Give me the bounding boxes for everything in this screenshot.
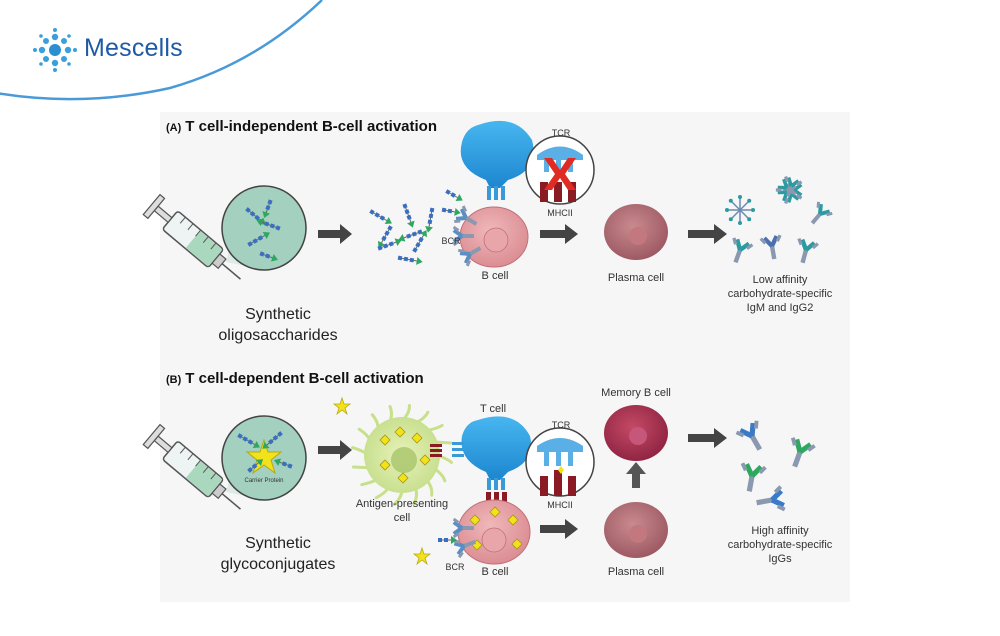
glycan-icon — [445, 189, 463, 201]
blocked-x-icon — [544, 158, 576, 190]
glycan-icon — [425, 207, 435, 233]
antibody-icon — [756, 485, 786, 512]
panel-b-title-text: T cell-dependent B-cell activation — [185, 370, 424, 387]
glycan-icon — [262, 431, 283, 449]
arrow-icon — [318, 224, 352, 244]
mescells-logo-icon — [33, 28, 77, 72]
arrow-icon — [540, 224, 578, 244]
yellow-star-antigen-icon — [332, 396, 352, 416]
antibody-icon — [454, 205, 478, 226]
antibody-icon — [797, 237, 819, 264]
bcr-receptors — [438, 517, 476, 559]
t-cell-b — [452, 416, 532, 502]
processed-antigen-icons — [469, 506, 523, 551]
glycan-icon — [377, 238, 402, 251]
glycan-icon — [438, 536, 457, 544]
apc-label-line1: Antigen-presenting — [355, 498, 449, 510]
apc-label-line2: cell — [393, 512, 411, 524]
antibodies-igg — [735, 420, 816, 512]
glycan-icon — [247, 459, 264, 473]
input-b-line1: Synthetic — [245, 535, 311, 552]
mhcii-b-label: MHCII — [547, 500, 573, 510]
tcr-b-label: TCR — [551, 420, 571, 430]
input-a-line1: Synthetic — [245, 306, 311, 323]
tcr-a-label: TCR — [551, 128, 571, 138]
panel-a-title: (A)T cell-independent B-cell activation — [166, 118, 437, 135]
antibody-icon — [790, 437, 816, 468]
panel-b-title: (B)T cell-dependent B-cell activation — [166, 370, 424, 387]
arrow-up-icon — [626, 462, 646, 488]
output-a-line2: carbohydrate-specific — [727, 288, 833, 300]
glycan-icon — [397, 255, 423, 265]
carrier-protein-star-icon — [245, 438, 283, 475]
panel-a-tag: (A) — [166, 122, 182, 134]
input-b-line2: glycoconjugates — [220, 556, 336, 573]
antibody-icon — [735, 420, 763, 451]
antibody-icon — [452, 225, 474, 247]
header-swoosh — [0, 0, 323, 101]
syringe-icon — [142, 423, 241, 510]
arrow-icon — [540, 519, 578, 539]
t-cell-label: T cell — [479, 403, 507, 415]
glycan-icon — [369, 209, 392, 224]
panel-a-title-text: T cell-independent B-cell activation — [185, 118, 437, 135]
glycan-icon — [402, 203, 415, 228]
glycan-icon — [412, 230, 427, 253]
bcr-a-label: BCR — [441, 236, 461, 246]
glycan-icon — [441, 207, 461, 216]
glycan-icon — [259, 251, 278, 262]
bcr-receptors — [441, 189, 482, 267]
bcr-b-label: BCR — [445, 562, 465, 572]
glycan-cluster — [237, 431, 293, 473]
memory-b-cell-label: Memory B cell — [601, 387, 671, 399]
antibody-icon — [810, 201, 833, 225]
glycan-icon — [256, 218, 281, 231]
carrier-protein-label: Carrier Protein — [244, 478, 284, 484]
antigen-presenting-cell — [351, 404, 453, 506]
glycan-cluster — [245, 199, 281, 262]
antibodies-igm — [725, 176, 833, 264]
b-cell-b-label: B cell — [481, 566, 509, 578]
glycan-icon — [274, 458, 293, 469]
antibody-icon — [740, 462, 767, 492]
plasma-a-label: Plasma cell — [607, 272, 665, 284]
antibody-icon — [732, 237, 754, 264]
output-a-line3: IgM and IgG2 — [746, 302, 814, 314]
tcr-zoom-b — [525, 427, 595, 497]
output-b-line2: carbohydrate-specific — [727, 539, 833, 551]
free-glycans — [369, 203, 435, 265]
antibody-icon — [452, 539, 476, 559]
output-b-line3: IgGs — [768, 553, 792, 565]
glycan-icon — [247, 232, 270, 247]
antibody-icon — [759, 234, 782, 260]
output-a-line1: Low affinity — [752, 274, 808, 286]
igm-pentamer-icon — [775, 176, 803, 204]
syringe-icon — [142, 193, 241, 280]
arrow-icon — [318, 440, 352, 460]
arrow-icon — [688, 428, 727, 448]
igm-star-icon — [725, 195, 755, 225]
oligosaccharide-circle — [221, 185, 307, 271]
yellow-star-antigen-icon — [412, 546, 432, 566]
mhcii-a-label: MHCII — [547, 208, 573, 218]
arrow-icon — [688, 224, 727, 244]
glycan-icon — [262, 199, 273, 218]
glycan-icon — [237, 433, 260, 448]
antibody-icon — [458, 246, 482, 267]
antibody-icon — [452, 517, 474, 539]
input-a-line2: oligosaccharides — [218, 327, 338, 344]
glycan-icon — [398, 229, 423, 242]
brand-name[interactable]: Mescells — [84, 34, 183, 62]
antibody-icon — [784, 176, 803, 198]
plasma-b-label: Plasma cell — [607, 566, 665, 578]
panel-b-tag: (B) — [166, 374, 182, 386]
tcr-zoom-a — [525, 135, 595, 205]
output-b-line1: High affinity — [751, 525, 809, 537]
b-cell-a-label: B cell — [481, 270, 509, 282]
